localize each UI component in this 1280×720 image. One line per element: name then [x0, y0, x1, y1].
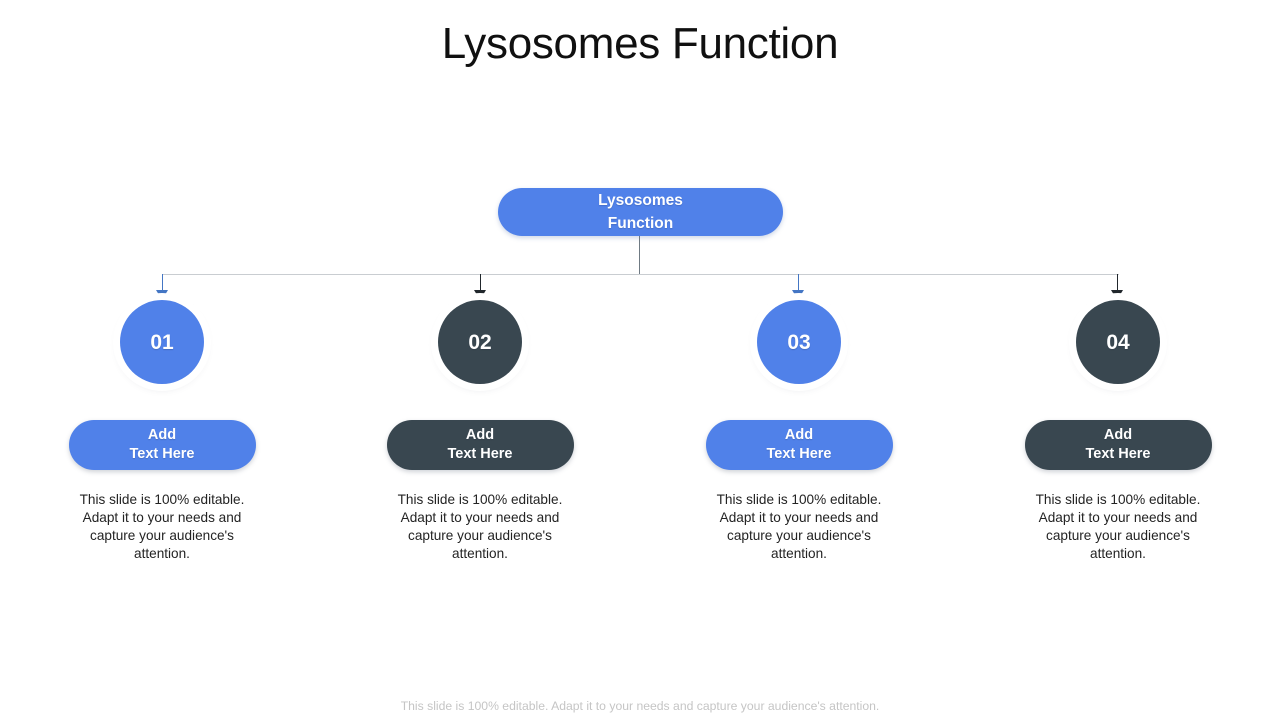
node-pill-label: Add Text Here — [447, 427, 513, 462]
node-circle-01[interactable]: 01 — [120, 300, 204, 384]
root-node[interactable]: Lysosomes Function — [498, 188, 783, 236]
arrow-to-node-03 — [792, 274, 805, 300]
connector-horizontal-bus — [162, 274, 1119, 276]
arrow-line — [798, 274, 800, 292]
arrow-line — [1117, 274, 1119, 292]
arrow-to-node-04 — [1111, 274, 1124, 300]
node-column-01: 01 Add Text Here This slide is 100% edit… — [32, 300, 292, 563]
arrow-to-node-01 — [156, 274, 169, 300]
node-pill-label: Add Text Here — [1085, 427, 1151, 462]
arrow-head-icon — [1111, 290, 1124, 300]
node-number-label: 03 — [787, 330, 811, 354]
arrow-head-icon — [156, 290, 169, 300]
node-circle-03[interactable]: 03 — [757, 300, 841, 384]
node-pill-01[interactable]: Add Text Here — [68, 420, 256, 470]
node-pill-label: Add Text Here — [766, 427, 832, 462]
node-pill-04[interactable]: Add Text Here — [1024, 420, 1212, 470]
node-pill-02[interactable]: Add Text Here — [386, 420, 574, 470]
root-node-label: Lysosomes Function — [598, 192, 683, 232]
node-body-text-03: This slide is 100% editable. Adapt it to… — [716, 492, 882, 561]
node-body-text-04: This slide is 100% editable. Adapt it to… — [1035, 492, 1201, 561]
arrow-head-icon — [792, 290, 805, 300]
arrow-head-icon — [474, 290, 487, 300]
page-title: Lysosomes Function — [441, 19, 839, 68]
node-pill-label: Add Text Here — [129, 427, 195, 462]
node-body-text-01: This slide is 100% editable. Adapt it to… — [79, 492, 245, 561]
node-column-03: 03 Add Text Here This slide is 100% edit… — [669, 300, 929, 563]
arrow-line — [162, 274, 164, 292]
node-circle-04[interactable]: 04 — [1076, 300, 1160, 384]
connector-stem-vertical — [639, 236, 641, 275]
node-column-02: 02 Add Text Here This slide is 100% edit… — [350, 300, 610, 563]
node-number-label: 01 — [150, 330, 174, 354]
node-circle-02[interactable]: 02 — [438, 300, 522, 384]
arrow-to-node-02 — [474, 274, 487, 300]
node-pill-03[interactable]: Add Text Here — [705, 420, 893, 470]
node-column-04: 04 Add Text Here This slide is 100% edit… — [988, 300, 1248, 563]
slide-footer-note: This slide is 100% editable. Adapt it to… — [400, 699, 880, 713]
node-body-text-02: This slide is 100% editable. Adapt it to… — [397, 492, 563, 561]
node-number-label: 04 — [1106, 330, 1130, 354]
arrow-line — [480, 274, 482, 292]
node-number-label: 02 — [468, 330, 492, 354]
